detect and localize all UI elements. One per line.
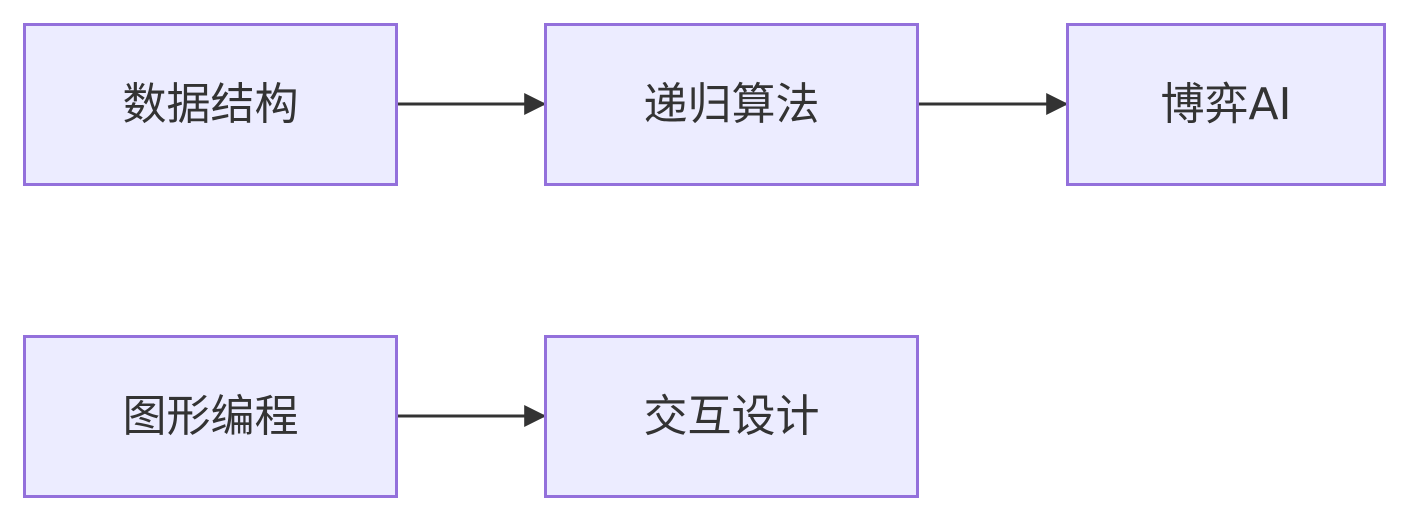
node-label: 递归算法 bbox=[643, 78, 820, 130]
node-label: 博弈AI bbox=[1160, 78, 1292, 130]
node-graphics-programming: 图形编程 bbox=[23, 335, 398, 498]
node-data-structures: 数据结构 bbox=[23, 23, 398, 186]
node-recursive-algorithms: 递归算法 bbox=[544, 23, 919, 186]
node-label: 数据结构 bbox=[122, 78, 299, 130]
node-label: 图形编程 bbox=[122, 390, 299, 442]
node-game-ai: 博弈AI bbox=[1066, 23, 1386, 186]
node-interaction-design: 交互设计 bbox=[544, 335, 919, 498]
node-label: 交互设计 bbox=[643, 390, 820, 442]
